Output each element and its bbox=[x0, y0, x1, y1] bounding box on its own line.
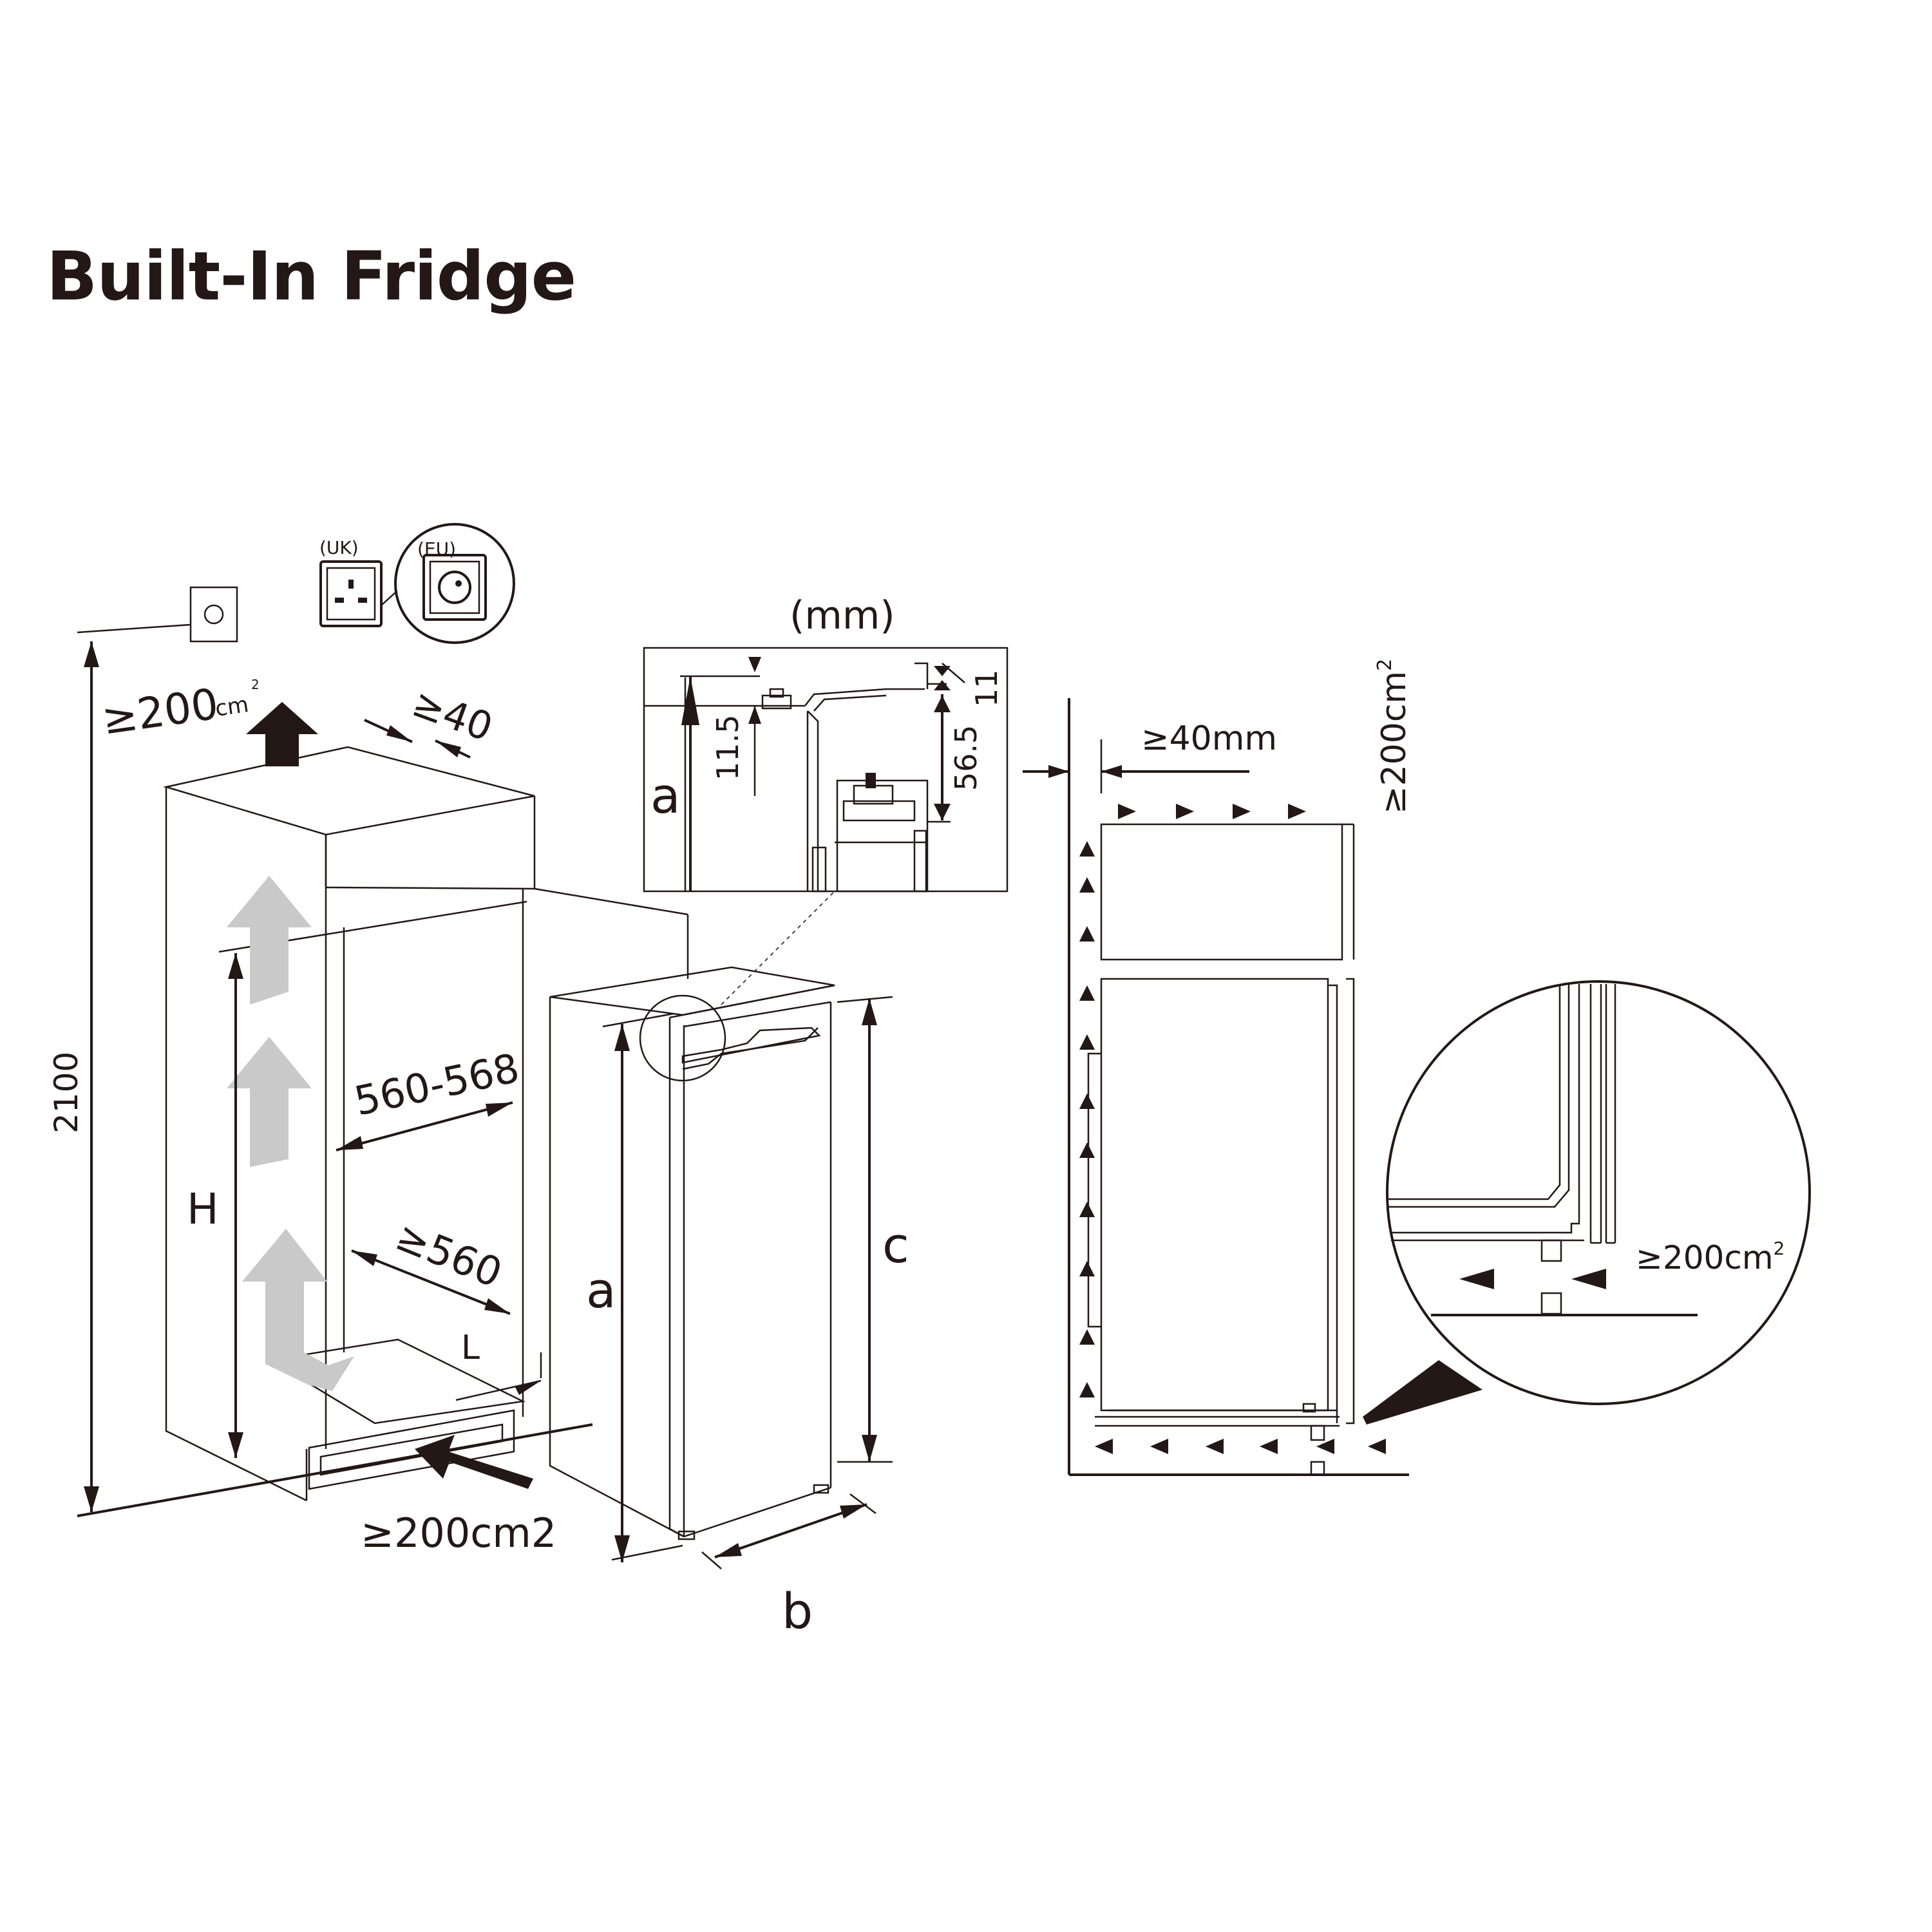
l-label: L bbox=[461, 1329, 480, 1367]
side-vent-label: ≥200cm2 bbox=[1374, 659, 1414, 814]
eu-label: (EU) bbox=[417, 538, 456, 560]
detail-11-label: 11 bbox=[969, 669, 1004, 707]
detail-11-5-label: 11.5 bbox=[710, 715, 745, 781]
dim-b-label: b bbox=[782, 1582, 813, 1640]
side-section: ≥40mm ≥200cm2 bbox=[1023, 659, 1482, 1476]
eu-socket-icon bbox=[381, 523, 515, 644]
cabinet-niche: (UK) (EU) 2100 bbox=[48, 523, 689, 1557]
units-label: (mm) bbox=[790, 593, 895, 638]
depth-min-label: ≥560 bbox=[389, 1212, 508, 1296]
bottom-vent-label: ≥200cm2 bbox=[361, 1510, 556, 1557]
zoom-detail: ≥200cm2 bbox=[1386, 980, 1811, 1405]
detail-a-label: a bbox=[650, 767, 681, 824]
top-vent-sup: 2 bbox=[251, 677, 260, 692]
uk-socket-icon bbox=[319, 560, 383, 627]
top-vent-arrow bbox=[246, 702, 318, 766]
niche-height-label: H bbox=[187, 1184, 219, 1234]
hinge-detail: (mm) a 11.5 11 bbox=[643, 593, 1009, 893]
appliance: a c b bbox=[549, 891, 909, 1640]
top-gap-label: ≥40 bbox=[406, 680, 498, 750]
dim-c-label: c bbox=[882, 1217, 909, 1274]
uk-label: (UK) bbox=[319, 537, 359, 558]
zoom-vent-label: ≥200cm2 bbox=[1636, 1238, 1785, 1276]
vent-arrow-mid bbox=[227, 1037, 312, 1167]
side-gap-label: ≥40mm bbox=[1141, 719, 1277, 758]
page-title: Built-In Fridge bbox=[46, 237, 576, 316]
bottom-vent-arrow bbox=[415, 1435, 533, 1489]
top-vent-unit: cm bbox=[214, 692, 251, 722]
dim-a-label: a bbox=[586, 1262, 616, 1319]
top-vent-label: ≥200 bbox=[99, 679, 222, 744]
wall-socket-icon bbox=[189, 586, 238, 643]
vent-arrow-top bbox=[227, 876, 312, 1005]
width-range-label: 560-568 bbox=[350, 1044, 524, 1124]
total-height-label: 2100 bbox=[48, 1052, 85, 1133]
vent-arrow-bottom bbox=[242, 1229, 354, 1391]
detail-56-5-label: 56.5 bbox=[949, 725, 983, 791]
